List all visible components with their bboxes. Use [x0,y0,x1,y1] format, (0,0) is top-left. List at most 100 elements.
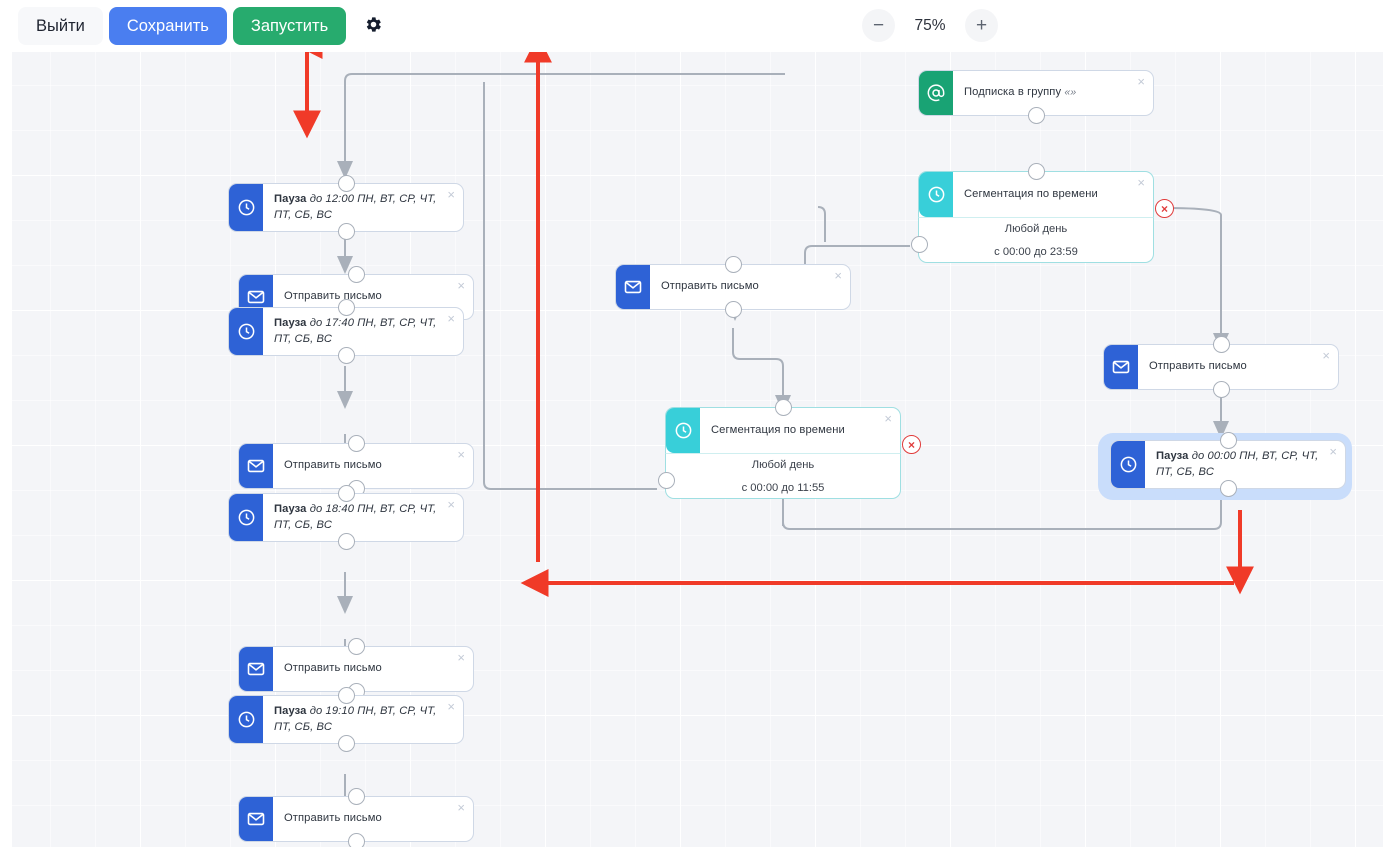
segmentation-detail: Любой день с 00:00 до 11:55 [657,453,901,499]
node-segmentation-2359[interactable]: Сегментация по времени × Любой день с 00… [910,163,1174,263]
node-subtitle: до 19:10 ПН, ВТ, СР, ЧТ, ПТ, СБ, ВС [274,704,437,733]
node-pause-1840[interactable]: Пауза до 18:40 ПН, ВТ, СР, ЧТ, ПТ, СБ, В… [228,485,464,550]
node-email-4[interactable]: Отправить письмо × [238,788,474,847]
flow-canvas[interactable]: Пауза до 12:00 ПН, ВТ, СР, ЧТ, ПТ, СБ, В… [12,52,1383,847]
node-close-icon[interactable]: × [834,268,842,283]
port-out[interactable] [337,347,355,364]
node-pause-0000-selected[interactable]: Пауза до 00:00 ПН, ВТ, СР, ЧТ, ПТ, СБ, В… [1110,432,1346,497]
port-out[interactable] [724,301,742,318]
exit-button[interactable]: Выйти [18,7,103,45]
port-in[interactable] [337,687,355,704]
node-card[interactable]: Пауза до 19:10 ПН, ВТ, СР, ЧТ, ПТ, СБ, В… [228,687,464,752]
port-in[interactable] [347,266,365,283]
node-close-icon[interactable]: × [1137,74,1145,89]
port-out[interactable] [337,223,355,240]
node-close-icon[interactable]: × [1329,444,1337,459]
node-close-icon[interactable]: × [884,411,892,426]
node-card[interactable]: Пауза до 18:40 ПН, ВТ, СР, ЧТ, ПТ, СБ, В… [228,485,464,550]
node-title: Пауза [274,316,307,329]
port-left[interactable] [910,236,928,253]
node-card[interactable]: Отправить письмо × [615,256,851,318]
zoom-in-button[interactable]: + [965,9,998,42]
node-accent-strip [239,444,273,488]
node-label: Отправить письмо [284,661,382,677]
port-out[interactable] [1027,107,1045,124]
node-accent-strip [229,494,263,541]
port-out[interactable] [337,735,355,752]
port-in[interactable] [337,299,355,316]
node-title: Отправить письмо [661,280,759,293]
node-title: Подписка в группу [964,86,1062,99]
port-out[interactable] [337,533,355,550]
node-subtitle: до 12:00 ПН, ВТ, СР, ЧТ, ПТ, СБ, ВС [274,192,437,221]
segmentation-reject-badge[interactable]: × [902,435,921,454]
node-label: Подписка в группу «» [964,85,1076,101]
node-card[interactable]: Отправить письмо × [238,638,474,700]
node-close-icon[interactable]: × [447,311,455,326]
port-in[interactable] [724,256,742,273]
zoom-out-button[interactable]: − [862,9,895,42]
node-close-icon[interactable]: × [457,447,465,462]
node-pause-1740[interactable]: Пауза до 17:40 ПН, ВТ, СР, ЧТ, ПТ, СБ, В… [228,299,464,364]
node-email-center[interactable]: Отправить письмо × [615,256,851,318]
node-title: Пауза [1156,449,1189,462]
node-card[interactable]: Отправить письмо × [238,788,474,847]
node-close-icon[interactable]: × [457,800,465,815]
port-in[interactable] [337,175,355,192]
node-label: Отправить письмо [284,458,382,474]
at-icon [927,84,945,102]
node-accent-strip [239,797,273,841]
port-in[interactable] [774,399,792,416]
port-left[interactable] [657,472,675,489]
node-label: Пауза до 18:40 ПН, ВТ, СР, ЧТ, ПТ, СБ, В… [274,502,441,534]
port-in[interactable] [1219,432,1237,449]
top-toolbar: Выйти Сохранить Запустить − 75% + [0,0,1383,52]
save-button[interactable]: Сохранить [108,7,227,45]
node-card[interactable]: Сегментация по времени × [918,163,1154,217]
envelope-icon [1112,360,1130,374]
node-body: Пауза до 00:00 ПН, ВТ, СР, ЧТ, ПТ, СБ, В… [1145,441,1345,488]
node-close-icon[interactable]: × [447,187,455,202]
node-card[interactable]: Отправить письмо × [1103,336,1339,398]
port-in[interactable] [337,485,355,502]
node-email-right[interactable]: Отправить письмо × [1103,336,1339,398]
node-body: Пауза до 18:40 ПН, ВТ, СР, ЧТ, ПТ, СБ, В… [263,494,463,541]
port-in[interactable] [1027,163,1045,180]
node-card[interactable]: Пауза до 12:00 ПН, ВТ, СР, ЧТ, ПТ, СБ, В… [228,175,464,240]
port-out[interactable] [1219,480,1237,497]
node-title: Отправить письмо [284,290,382,303]
port-in[interactable] [347,788,365,805]
node-close-icon[interactable]: × [1322,348,1330,363]
port-out[interactable] [1212,381,1230,398]
node-close-icon[interactable]: × [1137,175,1145,190]
node-email-2[interactable]: Отправить письмо × [238,435,474,497]
node-card[interactable]: Подписка в группу «» × [918,70,1154,124]
node-pause-1200[interactable]: Пауза до 12:00 ПН, ВТ, СР, ЧТ, ПТ, СБ, В… [228,175,464,240]
node-close-icon[interactable]: × [447,497,455,512]
segmentation-detail: Любой день с 00:00 до 23:59 [910,217,1154,263]
port-in[interactable] [347,435,365,452]
node-email-3[interactable]: Отправить письмо × [238,638,474,700]
node-label: Пауза до 00:00 ПН, ВТ, СР, ЧТ, ПТ, СБ, В… [1156,449,1323,481]
run-button[interactable]: Запустить [232,7,347,45]
node-accent-strip [1104,345,1138,389]
node-card[interactable]: Сегментация по времени × [665,399,901,453]
port-out[interactable] [347,833,365,847]
port-in[interactable] [347,638,365,655]
node-close-icon[interactable]: × [447,699,455,714]
segmentation-reject-badge[interactable]: × [1155,199,1174,218]
node-close-icon[interactable]: × [457,650,465,665]
segmentation-day: Любой день [751,458,815,471]
node-close-icon[interactable]: × [457,278,465,293]
node-subscribe-group[interactable]: Подписка в группу «» × [918,70,1154,124]
node-card[interactable]: Отправить письмо × [238,435,474,497]
toolbar-left-group: Выйти Сохранить Запустить [0,7,390,45]
settings-button[interactable] [356,9,390,43]
clock-icon [675,422,691,439]
port-in[interactable] [1212,336,1230,353]
node-card[interactable]: Пауза до 17:40 ПН, ВТ, СР, ЧТ, ПТ, СБ, В… [228,299,464,364]
node-card[interactable]: Пауза до 00:00 ПН, ВТ, СР, ЧТ, ПТ, СБ, В… [1110,432,1346,497]
node-title: Пауза [274,502,307,515]
node-pause-1910[interactable]: Пауза до 19:10 ПН, ВТ, СР, ЧТ, ПТ, СБ, В… [228,687,464,752]
node-segmentation-1155[interactable]: Сегментация по времени × Любой день с 00… [657,399,921,499]
